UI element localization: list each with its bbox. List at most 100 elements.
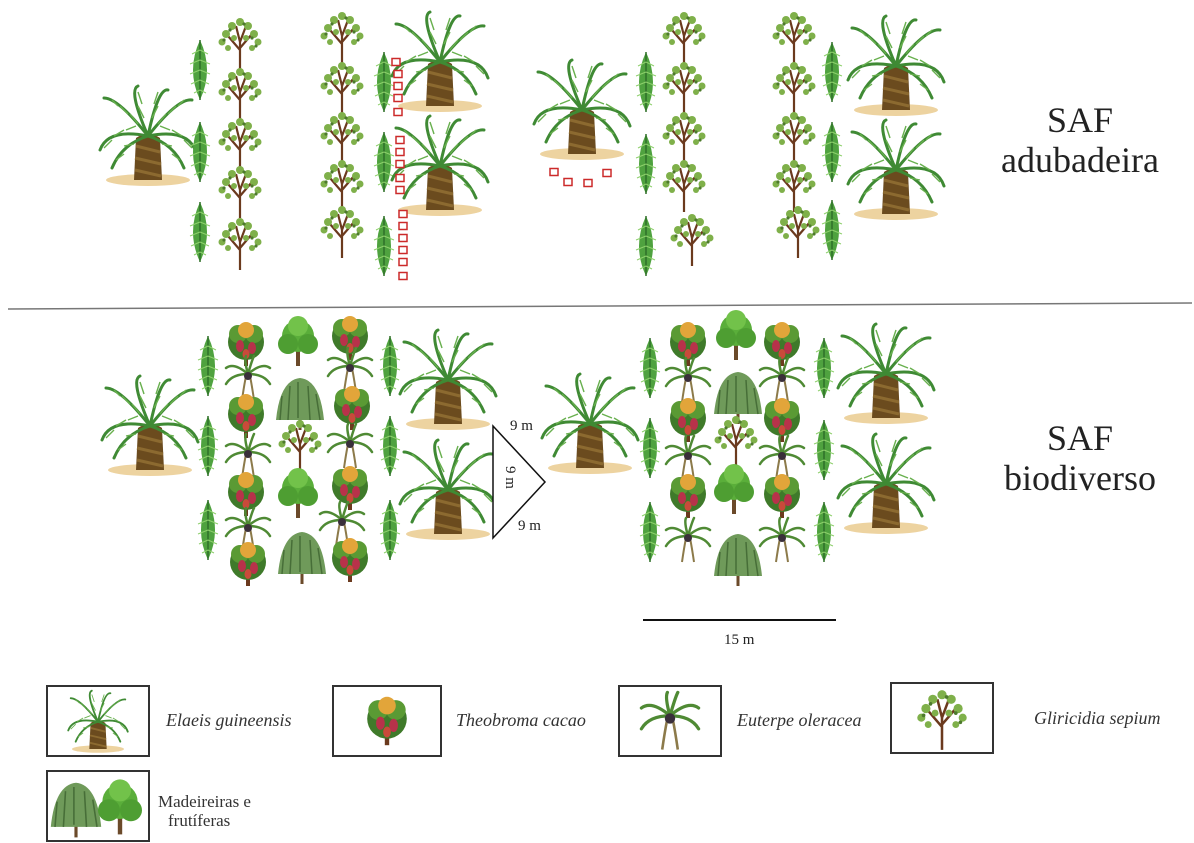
legend-cacao-swatch [332,685,442,757]
oil-palm-tree [392,116,488,216]
cacao-tree [764,474,800,518]
gliricidia-tree [321,12,364,64]
planting-triangle: 9 m 9 m 9 m [493,418,545,538]
cacao-tree [332,316,368,360]
gliricidia-tree [219,118,262,170]
oil-palm-tree [534,60,630,160]
oil-palm-tree [392,12,488,112]
system-label-line2: biodiverso [980,458,1180,498]
legend-label-madeireiras-line1: Madeireiras e [158,792,251,811]
oil-palm-tree [400,330,496,430]
legend-label-elaeis: Elaeis guineensis [166,710,291,731]
banana-frond [636,134,656,194]
legend-oil-palm-swatch [46,685,150,757]
oil-palm-tree [100,86,196,186]
legend-acai-swatch [618,685,722,757]
gliricidia-tree [663,160,706,212]
gliricidia-tree [777,206,820,258]
banana-frond [814,338,834,398]
saf-adubadeira-plot [100,12,944,280]
oil-palm-tree [838,324,934,424]
gliricidia-tree [279,420,322,472]
gliricidia-tree [321,160,364,212]
section-divider [8,303,1192,309]
oil-palm-tree [102,376,198,476]
gliricidia-tree [219,218,262,270]
timber-tree [278,532,326,584]
cacao-tree [228,394,264,438]
acai-palm [760,436,804,480]
triangle-side-left-label: 9 m [502,466,518,489]
gliricidia-tree [219,68,262,120]
gliricidia-tree [663,112,706,164]
banana-frond [374,52,394,112]
gliricidia-icon [892,684,992,752]
banana-frond [636,216,656,276]
banana-frond [374,132,394,192]
cacao-tree [332,538,368,582]
acai-palm [666,518,710,562]
legend-label-madeireiras: Madeireiras e frutíferas [158,792,251,830]
banana-frond [198,336,218,396]
timber-fruit-icon [48,772,148,840]
gliricidia-tree [715,416,758,468]
banana-frond [814,420,834,480]
gliricidia-tree [773,62,816,114]
gliricidia-tree [671,214,714,266]
triangle-side-bottom-label: 9 m [518,518,541,534]
oil-palm-tree [848,120,944,220]
banana-frond [814,502,834,562]
gliricidia-tree [321,62,364,114]
banana-frond [380,500,400,560]
banana-frond [374,216,394,276]
banana-frond [822,200,842,260]
timber-fruit-tree [278,468,318,518]
scale-bar: 15 m [643,620,836,648]
triangle-side-top-label: 9 m [510,418,533,434]
banana-frond [190,40,210,100]
system-label-line1: SAF [980,100,1180,140]
system-label-biodiverso: SAF biodiverso [980,418,1180,498]
gliricidia-tree [321,206,364,258]
legend-gliricidia-swatch [890,682,994,754]
legend-label-gliricidia: Gliricidia sepium [1034,708,1161,729]
system-label-adubadeira: SAF adubadeira [980,100,1180,180]
cacao-tree [670,474,706,518]
cacao-tree [230,542,266,586]
timber-fruit-tree [278,316,318,366]
gliricidia-tree [219,18,262,70]
timber-tree [714,372,762,424]
scale-bar-label: 15 m [724,632,755,648]
oil-palm-tree [400,440,496,540]
timber-fruit-tree [714,464,754,514]
cacao-tree [332,466,368,510]
cacao-tree [334,386,370,430]
acai-palm [320,502,364,546]
banana-frond [636,52,656,112]
cacao-icon [334,687,440,755]
timber-fruit-tree [716,310,756,360]
cacao-tree [670,398,706,442]
gliricidia-tree [773,160,816,212]
system-label-line1: SAF [980,418,1180,458]
cacao-tree [764,398,800,442]
timber-tree [714,534,762,586]
cacao-tree [764,322,800,366]
banana-frond [380,336,400,396]
gliricidia-tree [321,112,364,164]
banana-frond [640,338,660,398]
banana-frond [640,502,660,562]
oil-palm-tree [838,434,934,534]
banana-frond [640,418,660,478]
legend-label-theobroma: Theobroma cacao [456,710,586,731]
banana-frond [198,416,218,476]
acai-palm [760,518,804,562]
oil-palm-icon [48,687,148,755]
gliricidia-tree [663,12,706,64]
acai-palm [226,434,270,478]
banana-frond [822,42,842,102]
legend-label-madeireiras-line2: frutíferas [158,811,251,830]
oil-palm-tree [542,374,638,474]
acai-icon [620,687,720,755]
legend-timber-fruit-swatch [46,770,150,842]
